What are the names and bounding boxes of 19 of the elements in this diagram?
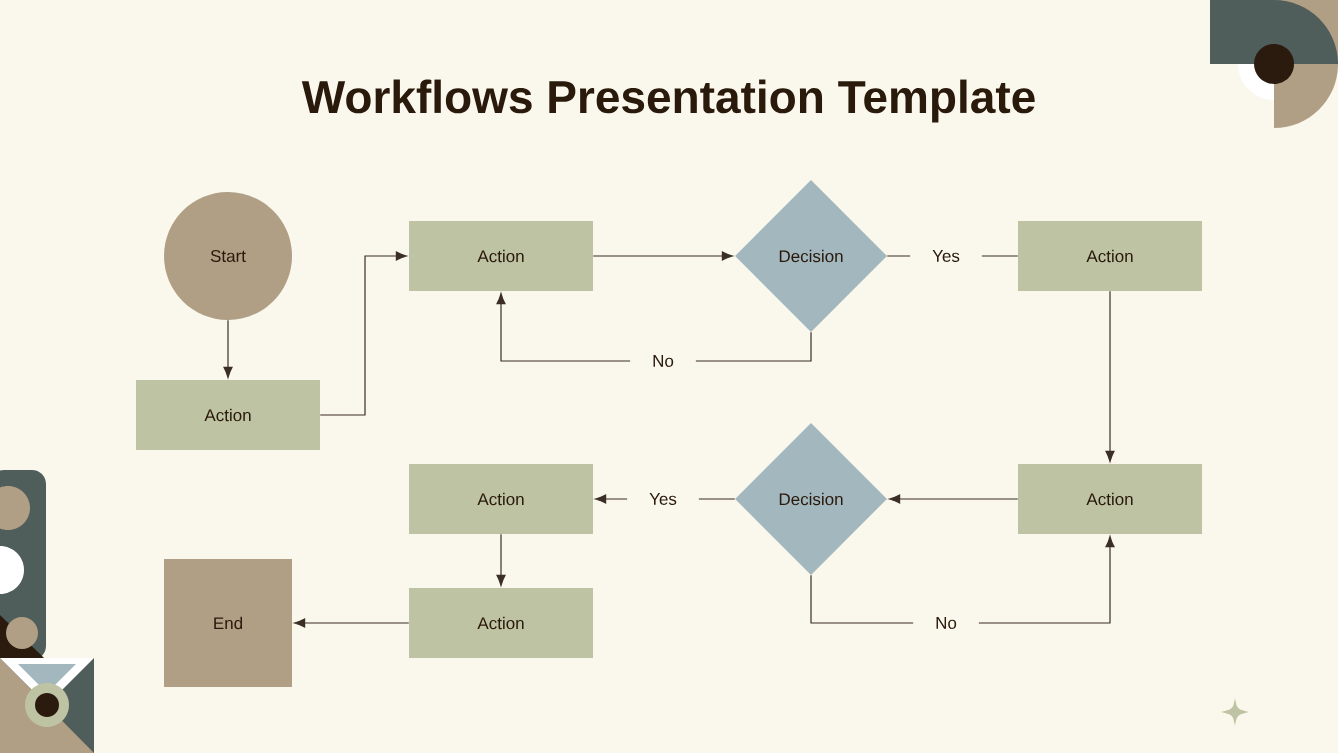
- end-box: End: [164, 559, 292, 687]
- action-box: Action: [1018, 464, 1202, 534]
- arrow: [294, 618, 410, 628]
- arrow: [592, 251, 733, 261]
- arrow: [1105, 290, 1115, 462]
- action-box: Action: [1018, 221, 1202, 291]
- action-box: Action: [409, 221, 593, 291]
- edge-label: Yes: [910, 246, 982, 266]
- action-box: Action: [409, 588, 593, 658]
- action-box: Action: [409, 464, 593, 534]
- arrow: [496, 533, 506, 586]
- edge-label: Yes: [627, 489, 699, 509]
- edge-label: No: [630, 351, 696, 371]
- edge-label: No: [913, 613, 979, 633]
- action-box: Action: [136, 380, 320, 450]
- title: Workflows Presentation Template: [301, 79, 1035, 123]
- arrow: [223, 319, 233, 378]
- arrow: [889, 494, 1019, 504]
- arrow: [319, 251, 407, 416]
